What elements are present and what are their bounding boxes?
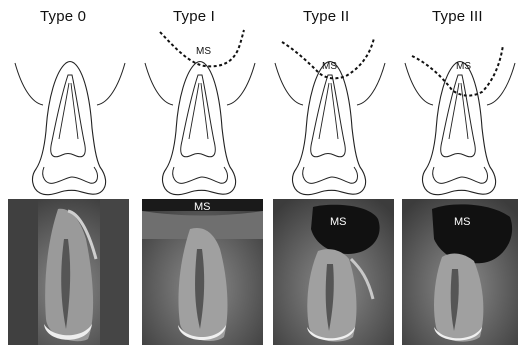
ct-panel-type-1: MS (142, 199, 263, 345)
schematic-diagrams: MS MS MS (0, 0, 518, 200)
tooth-diagram-type-0 (15, 62, 125, 195)
ms-label-type-3: MS (456, 61, 471, 72)
ct-ms-label: MS (194, 201, 211, 213)
ms-label-type-1: MS (196, 46, 211, 57)
ct-panel-type-2: MS (273, 199, 394, 345)
ct-ms-label: MS (330, 216, 347, 228)
ct-panel-type-0 (8, 199, 129, 345)
ct-ms-label: MS (454, 216, 471, 228)
ms-label-type-2: MS (322, 61, 337, 72)
ct-panel-type-3: MS (402, 199, 518, 345)
